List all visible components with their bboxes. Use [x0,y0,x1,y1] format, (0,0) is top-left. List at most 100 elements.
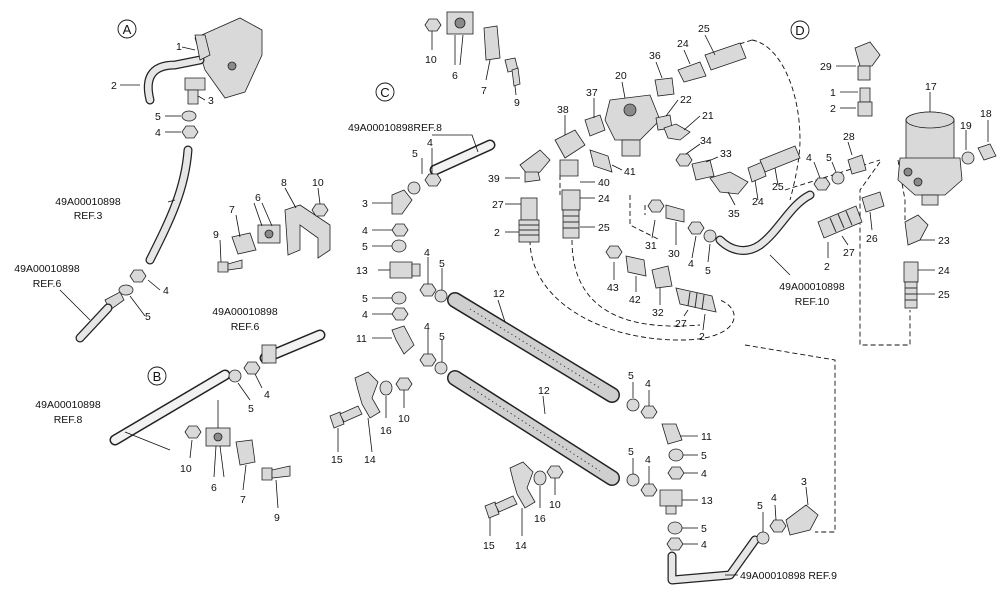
callout-c-top-10: 10 [425,54,437,66]
washer-5 [181,110,197,122]
fitting-c-36 [654,77,675,97]
callout-c-lmid-2: 2 [699,331,705,343]
callout-c-lower-16: 16 [380,425,392,437]
tee-c-13b [659,489,683,507]
callout-d-18: 18 [980,108,992,120]
corrugated-hose-12-lower [447,370,620,486]
sleeve-c-2 [518,219,540,243]
callout-c-right-5c: 5 [628,446,634,458]
nut-c-43 [605,245,623,259]
union-fitting-b [261,344,277,364]
callout-b-9: 9 [274,512,280,524]
callout-c-mid-25b: 25 [698,23,710,35]
callout-c-mid-27: 27 [492,199,504,211]
callout-hose-12a: 12 [493,288,505,300]
callout-a-5b: 5 [145,311,151,323]
callout-c-left-4e: 4 [424,321,430,333]
section-c-marker [375,82,395,102]
fitting-c-40 [559,159,579,177]
callout-d-1: 1 [830,87,836,99]
ref-label-b-ref8-ref: REF.8 [54,414,83,426]
washer-5b [118,284,134,296]
ref-label-mid-ref6-part: 49A00010898 [212,306,278,318]
callout-c-left-4d: 4 [424,247,430,259]
tee-c-38 [554,129,586,159]
callout-c-left-4: 4 [427,137,433,149]
ref-label-a-ref6-ref: REF.6 [33,278,62,290]
clamp-group-middle: 6 7 8 9 10 [213,177,331,273]
callout-c-lower-14b: 14 [515,540,527,552]
nut-c-10c [546,465,564,479]
ref-label-a-ref3-ref: REF.3 [74,210,103,222]
elbow-d-29 [854,41,881,67]
callout-c-mid-24c: 24 [752,196,764,208]
callout-a-3: 3 [208,95,214,107]
callout-c-lmid-5: 5 [705,265,711,277]
callout-d-27: 27 [843,247,855,259]
ref-label-c-ref9: 49A00010898 REF.9 [740,570,837,582]
elbow-d-23 [904,214,929,246]
callout-c-mid-39: 39 [488,173,500,185]
callout-c-mid-22: 22 [680,94,692,106]
bolt-c-21 [663,123,691,141]
callout-c-mid-2: 2 [494,227,500,239]
sleeve-c-24 [561,189,581,211]
nut-c-10 [424,18,442,32]
callout-c-lmid-32: 32 [652,307,664,319]
callout-c-top-6: 6 [452,70,458,82]
callout-c-mid-24: 24 [598,193,610,205]
callout-b-6: 6 [211,482,217,494]
bolt-d-18 [977,143,997,161]
nut-4b [129,269,147,283]
nut-b-10 [184,425,202,439]
fitting-c-41 [589,149,613,173]
nut-10 [311,203,329,217]
sleeve-d-2 [857,101,873,117]
bolt-c-15b [484,501,500,519]
ref-label-a-ref3-part: 49A00010898 [55,196,121,208]
callout-c-mid-33: 33 [720,148,732,160]
callout-c-right-11: 11 [701,431,712,443]
callout-d-25: 25 [938,289,950,301]
mounting-bracket-a [194,17,263,99]
ref-label-a-ref6-part: 49A00010898 [14,263,80,275]
callout-d-2: 2 [830,103,836,115]
callout-c-lmid-43: 43 [607,282,619,294]
callout-mid-9: 9 [213,229,219,241]
callout-c-right-4b: 4 [701,468,707,480]
callout-c-right-4c: 4 [645,454,651,466]
plate-7 [231,232,257,255]
washer-d-19 [961,151,975,165]
callout-c-left-5c: 5 [362,293,368,305]
sleeve-c-24c [747,161,767,183]
ref-label-d-ref10-ref: REF.10 [795,296,830,308]
callout-d-29: 29 [820,61,832,73]
sleeve-c-25c [759,145,801,173]
callout-c-lmid-4: 4 [688,258,694,270]
callout-c-mid-21: 21 [702,110,714,122]
callout-c-mid-20: 20 [615,70,627,82]
ref-label-mid-ref6-ref: REF.6 [231,321,260,333]
callout-c-lower-15b: 15 [483,540,495,552]
section-d-label: D [795,23,804,38]
callout-d-2b: 2 [824,261,830,273]
callout-c-right-5d: 5 [701,523,707,535]
callout-c-right-3: 3 [801,476,807,488]
callout-c-right-13: 13 [701,495,713,507]
section-d-assembly: D 29 1 2 17 19 18 [715,20,997,309]
section-a-label: A [123,22,132,37]
section-c-label: C [380,85,389,100]
fitting-c-27 [520,197,538,221]
callout-c-top-9: 9 [514,97,520,109]
callout-c-mid-40: 40 [598,177,610,189]
callout-c-right-5b: 5 [701,450,707,462]
fitting-c-33 [691,159,715,181]
washer-c-16 [379,380,393,396]
callout-c-left-13: 13 [356,265,368,277]
nut-c-31 [647,199,665,213]
callout-hose-12b: 12 [538,385,550,397]
callout-c-mid-37: 37 [586,87,598,99]
callout-c-left-5d: 5 [439,258,445,270]
